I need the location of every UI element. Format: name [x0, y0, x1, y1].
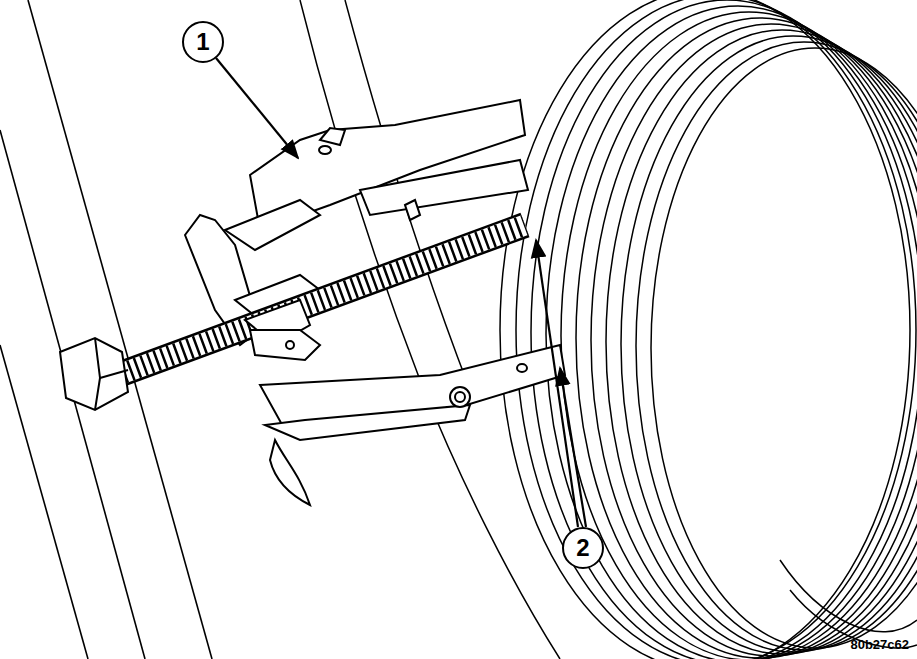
threaded-rod [110, 225, 525, 378]
lower-jaw [245, 300, 565, 505]
puller-body [185, 200, 320, 345]
back-plate [300, 0, 560, 659]
figure-code: 80b27c62 [850, 638, 909, 651]
pulley-grooves [500, 0, 917, 659]
callout-number: 1 [196, 30, 209, 54]
hex-head [60, 338, 128, 410]
callout-circles [183, 22, 603, 568]
callout-number: 2 [576, 536, 589, 560]
leader-lines [216, 58, 586, 527]
engine-frame [0, 0, 212, 659]
